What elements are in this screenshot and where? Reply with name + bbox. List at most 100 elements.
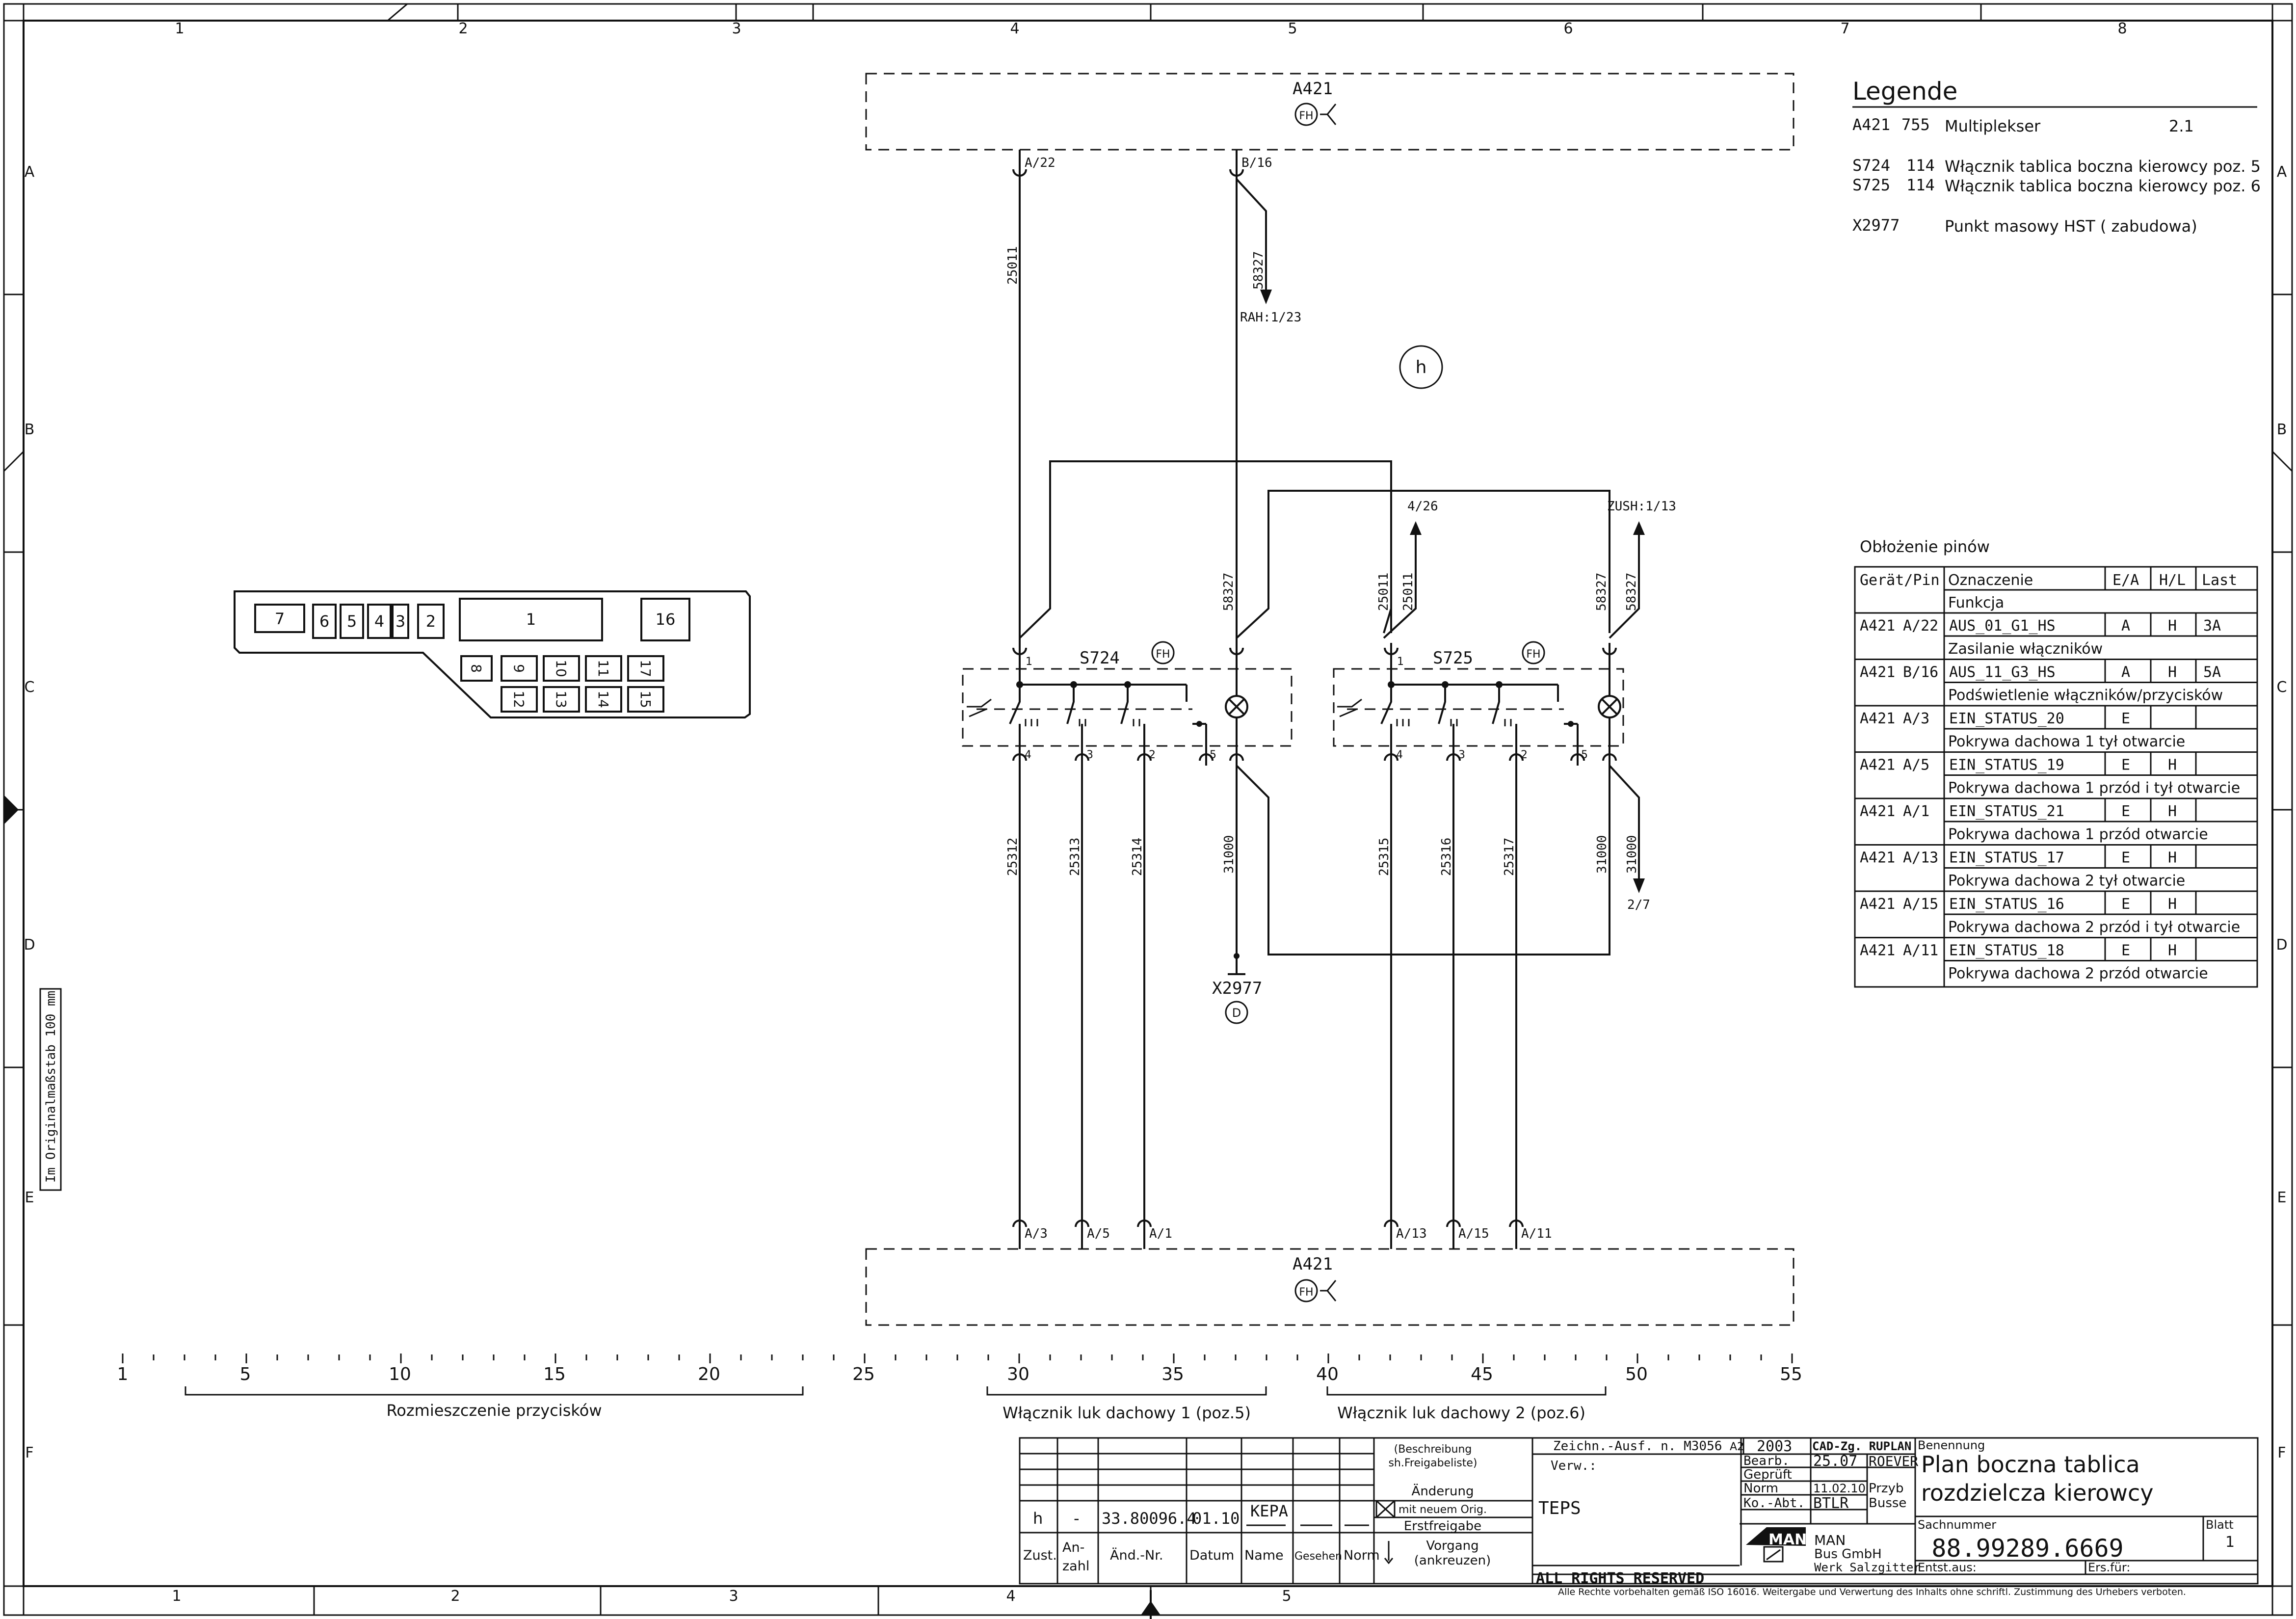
pin-table-function: Pokrywa dachowa 2 przód otwarcie xyxy=(1948,965,2208,982)
svg-text:A/15: A/15 xyxy=(1458,1226,1489,1241)
svg-text:20: 20 xyxy=(698,1364,720,1384)
svg-text:2: 2 xyxy=(1521,749,1528,761)
svg-text:sh.Freigabeliste): sh.Freigabeliste) xyxy=(1388,1457,1477,1469)
svg-text:Änderung: Änderung xyxy=(1412,1483,1474,1499)
svg-text:A421: A421 xyxy=(1293,1254,1333,1274)
svg-text:25316: 25316 xyxy=(1439,838,1454,876)
svg-text:8: 8 xyxy=(468,664,484,673)
svg-text:Geprüft: Geprüft xyxy=(1743,1467,1792,1482)
svg-text:01.10: 01.10 xyxy=(1192,1509,1240,1528)
svg-text:7: 7 xyxy=(1840,20,1849,37)
pin-table-hl: H xyxy=(2168,942,2177,959)
svg-text:Benennung: Benennung xyxy=(1918,1438,1985,1452)
pin-table-function: Podświetlenie włączników/przycisków xyxy=(1948,687,2223,704)
svg-text:C: C xyxy=(2277,679,2287,696)
svg-text:5: 5 xyxy=(1282,1588,1291,1605)
svg-text:4: 4 xyxy=(374,612,384,631)
svg-text:A421: A421 xyxy=(1852,115,1890,134)
svg-text:E: E xyxy=(2277,1189,2287,1206)
pin-table-hl: H xyxy=(2168,617,2177,635)
svg-text:X2977: X2977 xyxy=(1212,979,1262,998)
svg-text:Vorgang: Vorgang xyxy=(1426,1539,1478,1553)
pin-table-signal: AUS_11_G3_HS xyxy=(1949,664,2056,681)
svg-text:4/26: 4/26 xyxy=(1407,499,1438,514)
svg-text:A421: A421 xyxy=(1293,79,1333,99)
svg-text:E/A: E/A xyxy=(2112,572,2139,589)
svg-text:58327: 58327 xyxy=(1594,573,1609,611)
svg-text:7: 7 xyxy=(275,610,285,628)
title-block: Zeichn.-Ausf. n. M3056 A2 2003 CAD-Zg. R… xyxy=(1531,1437,2259,1597)
svg-text:10: 10 xyxy=(389,1364,411,1384)
pin-table-pin: B/16 xyxy=(1903,664,1938,681)
svg-text:5: 5 xyxy=(347,612,357,631)
svg-text:A/13: A/13 xyxy=(1396,1226,1427,1241)
svg-text:Norm: Norm xyxy=(1344,1548,1380,1563)
svg-text:Przyb: Przyb xyxy=(1869,1481,1903,1496)
pin-table: Obłożenie pinów Gerät/Pin Oznaczenie E/A… xyxy=(1854,537,2258,988)
pin-table-hl: H xyxy=(2168,664,2177,681)
svg-text:5: 5 xyxy=(1210,749,1216,761)
svg-text:1: 1 xyxy=(1026,656,1032,668)
svg-text:2.1: 2.1 xyxy=(2169,117,2194,135)
svg-text:Oznaczenie: Oznaczenie xyxy=(1948,572,2033,589)
pin-table-ea: E xyxy=(2121,757,2130,774)
pin-table-function: Pokrywa dachowa 1 przód i tył otwarcie xyxy=(1948,780,2240,797)
svg-text:14: 14 xyxy=(595,690,611,708)
pin-table-device: A421 xyxy=(1860,617,1895,635)
pin-table-hl: H xyxy=(2168,803,2177,820)
svg-text:58327: 58327 xyxy=(1251,251,1266,290)
svg-text:25011: 25011 xyxy=(1376,573,1391,611)
pin-table-device: A421 xyxy=(1860,849,1895,867)
svg-text:TEPS: TEPS xyxy=(1538,1498,1581,1518)
svg-text:10: 10 xyxy=(553,660,569,677)
svg-text:Multiplekser: Multiplekser xyxy=(1945,117,2041,135)
svg-text:Gesehen: Gesehen xyxy=(1294,1550,1342,1563)
wire-labels: A/22 B/16 25011 58327 RAH:1/23 h 58327 2… xyxy=(1005,156,1676,1241)
svg-text:Bus GmbH: Bus GmbH xyxy=(1814,1547,1882,1562)
svg-text:15: 15 xyxy=(637,690,654,708)
svg-text:88.99289.6669: 88.99289.6669 xyxy=(1931,1534,2123,1563)
svg-text:11: 11 xyxy=(595,660,611,677)
svg-text:A2: A2 xyxy=(1730,1441,1744,1453)
svg-text:58327: 58327 xyxy=(1221,573,1236,611)
svg-text:Werk Salzgitter: Werk Salzgitter xyxy=(1814,1561,1921,1574)
man-logo: MAN xyxy=(1746,1527,1807,1563)
module-a421-bottom: A421 FH xyxy=(865,1248,1795,1326)
svg-text:40: 40 xyxy=(1316,1364,1339,1384)
svg-text:An-: An- xyxy=(1062,1540,1084,1555)
svg-text:Rozmieszczenie przycisków: Rozmieszczenie przycisków xyxy=(387,1401,602,1420)
svg-text:Änd.-Nr.: Änd.-Nr. xyxy=(1110,1547,1163,1563)
svg-text:Norm: Norm xyxy=(1743,1481,1778,1496)
svg-text:FH: FH xyxy=(1299,110,1313,122)
svg-text:ROEVER: ROEVER xyxy=(1869,1453,1918,1469)
svg-text:CAD-Zg. RUPLAN: CAD-Zg. RUPLAN xyxy=(1812,1439,1911,1453)
svg-text:ALL RIGHTS RESERVED: ALL RIGHTS RESERVED xyxy=(1536,1570,1704,1587)
svg-text:-: - xyxy=(1074,1509,1080,1528)
svg-text:30: 30 xyxy=(1007,1364,1029,1384)
svg-text:3: 3 xyxy=(396,612,405,631)
svg-text:Zust.: Zust. xyxy=(1023,1548,1057,1563)
svg-text:13: 13 xyxy=(553,690,569,708)
pin-table-ea: E xyxy=(2121,942,2130,959)
svg-text:31000: 31000 xyxy=(1595,835,1610,874)
pin-table-last: 3A xyxy=(2203,617,2221,635)
svg-text:3: 3 xyxy=(732,20,741,37)
svg-text:15: 15 xyxy=(543,1364,566,1384)
svg-text:Blatt: Blatt xyxy=(2206,1518,2234,1532)
svg-text:2/7: 2/7 xyxy=(1627,898,1650,912)
svg-text:2: 2 xyxy=(1149,749,1156,761)
svg-text:25315: 25315 xyxy=(1377,838,1392,876)
svg-text:1: 1 xyxy=(172,1588,181,1605)
svg-text:A/5: A/5 xyxy=(1087,1226,1110,1241)
svg-text:3: 3 xyxy=(1086,749,1093,761)
svg-text:1: 1 xyxy=(526,610,536,629)
module-a421-top: A421 FH xyxy=(865,73,1795,151)
svg-text:Włącznik luk dachowy 2 (poz.6): Włącznik luk dachowy 2 (poz.6) xyxy=(1337,1404,1585,1422)
svg-text:6: 6 xyxy=(1563,20,1573,37)
svg-text:KEPA: KEPA xyxy=(1250,1502,1288,1520)
svg-text:rozdzielcza kierowcy: rozdzielcza kierowcy xyxy=(1921,1480,2154,1506)
svg-text:25011: 25011 xyxy=(1401,573,1416,611)
svg-text:25: 25 xyxy=(852,1364,875,1384)
svg-text:(Beschreibung: (Beschreibung xyxy=(1394,1443,1472,1456)
